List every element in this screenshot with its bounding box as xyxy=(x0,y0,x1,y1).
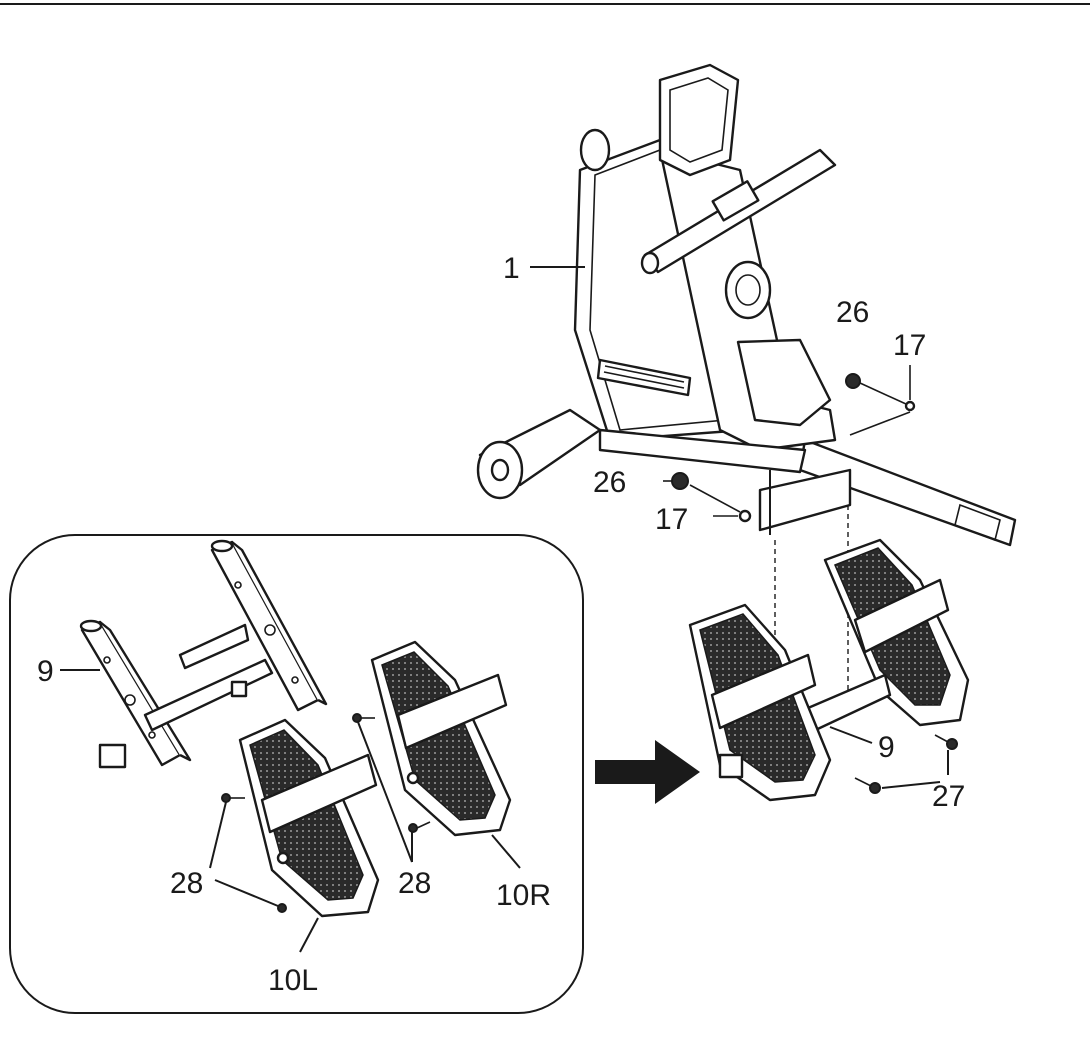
label-stabilizer-main: 9 xyxy=(878,731,895,764)
label-pedal-right: 10R xyxy=(496,879,551,912)
leader-stabilizer-main xyxy=(829,726,873,744)
bolt-upper xyxy=(946,738,958,750)
label-pedal-left: 10L xyxy=(268,964,318,997)
detail-pedal-left xyxy=(238,718,380,918)
label-cap-nut-lower: 26 xyxy=(593,466,626,499)
screw-right-lower xyxy=(408,823,418,833)
washer-upper xyxy=(904,400,916,412)
label-washer-lower: 17 xyxy=(655,503,688,536)
label-cap-nut-upper: 26 xyxy=(836,296,869,329)
leader-pedal-left xyxy=(299,917,319,953)
screw-right-upper xyxy=(352,713,362,723)
bolt-lower xyxy=(869,782,881,794)
detail-pedal-right xyxy=(370,640,512,837)
label-screws-left: 28 xyxy=(170,867,203,900)
cap-nut-lower xyxy=(671,472,689,490)
label-bolts: 27 xyxy=(932,780,965,813)
detail-stabilizer xyxy=(79,539,328,769)
label-screws-right: 28 xyxy=(398,867,431,900)
main-frame xyxy=(476,63,1017,547)
label-stabilizer-detail: 9 xyxy=(37,655,54,688)
washer-lower xyxy=(738,509,752,523)
screw-left-upper xyxy=(221,793,231,803)
detail-box xyxy=(9,534,584,1014)
arrow-right-icon xyxy=(595,740,700,804)
assembled-pedals xyxy=(688,538,970,802)
label-washer-upper: 17 xyxy=(893,329,926,362)
screw-left-lower xyxy=(277,903,287,913)
label-frame: 1 xyxy=(503,252,520,285)
cap-nut-upper xyxy=(845,373,861,389)
leader-pedal-right xyxy=(491,834,521,869)
